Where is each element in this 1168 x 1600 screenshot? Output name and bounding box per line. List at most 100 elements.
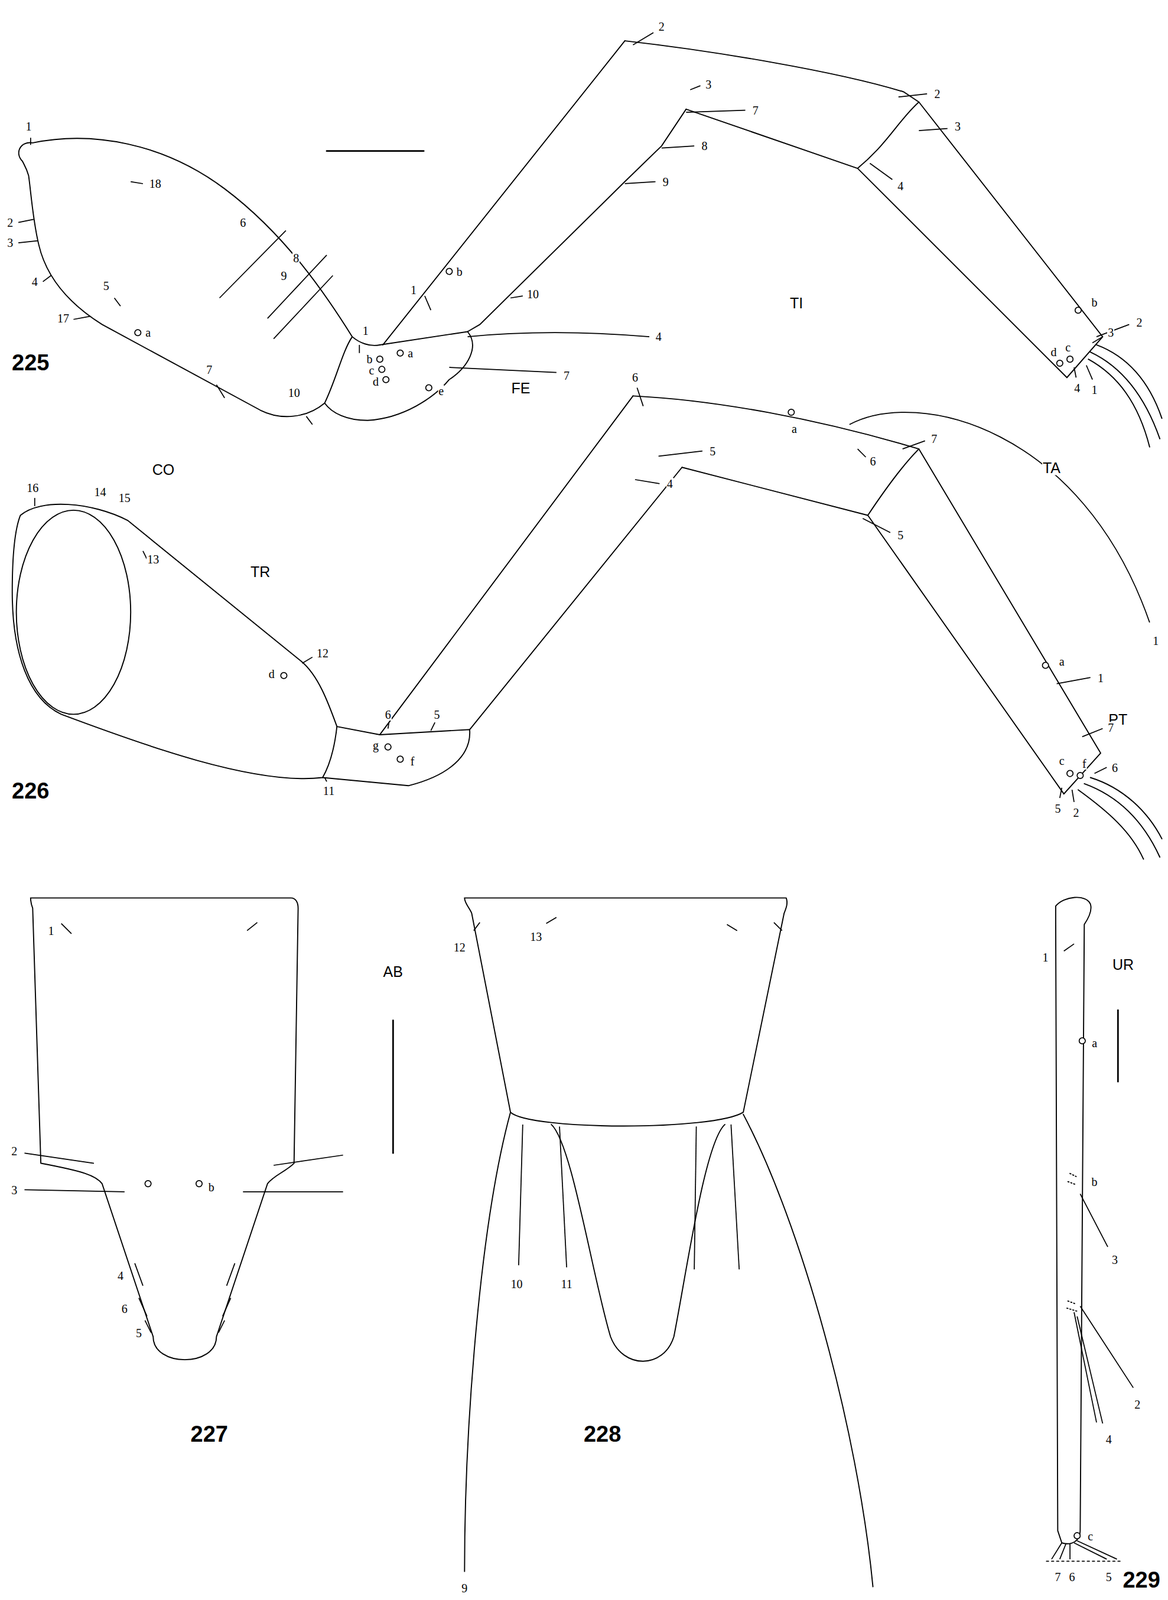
seta-number: 3 bbox=[954, 120, 962, 133]
seta bbox=[918, 128, 948, 131]
seta-number: 3 bbox=[1107, 326, 1115, 339]
seta bbox=[1077, 1541, 1117, 1560]
seta-number: 6 bbox=[121, 1303, 129, 1316]
seta-number: 6 bbox=[1068, 1571, 1076, 1584]
seta-number: 2 bbox=[658, 20, 666, 33]
segment-label: TR bbox=[249, 564, 271, 579]
seta bbox=[559, 1126, 567, 1268]
seta-number: 6 bbox=[869, 455, 877, 468]
seta-number: 9 bbox=[460, 1582, 468, 1595]
seta bbox=[73, 316, 90, 320]
seta bbox=[219, 230, 286, 298]
seta-number: e bbox=[437, 385, 445, 398]
seta-number: 4 bbox=[655, 330, 663, 343]
seta-number: 3 bbox=[1111, 1254, 1119, 1267]
seta-number: 7 bbox=[1107, 721, 1115, 734]
seta-number: 13 bbox=[146, 553, 160, 566]
trochanter-outline bbox=[324, 331, 473, 421]
seta bbox=[226, 1263, 236, 1287]
seta-number: 7 bbox=[930, 433, 938, 445]
seta-number: 5 bbox=[1053, 802, 1062, 815]
seta-number: 8 bbox=[700, 140, 708, 152]
figure-number: 228 bbox=[583, 1423, 622, 1446]
seta-number: 6 bbox=[384, 708, 392, 721]
seta bbox=[518, 1124, 523, 1266]
pseudopore bbox=[446, 268, 452, 275]
segment-label: TA bbox=[1042, 460, 1062, 475]
seta-number: 17 bbox=[56, 312, 70, 325]
leg-outline bbox=[12, 40, 1163, 1587]
seta-number: d bbox=[372, 375, 380, 388]
seta-number: a bbox=[144, 326, 152, 339]
seta bbox=[862, 518, 891, 533]
seta-number: 8 bbox=[292, 252, 300, 265]
seta bbox=[1059, 1544, 1066, 1560]
seta bbox=[1077, 1316, 1103, 1424]
seta bbox=[24, 1189, 125, 1192]
seta-number: 5 bbox=[1105, 1571, 1113, 1584]
seta bbox=[1069, 1544, 1071, 1560]
seta-number: 11 bbox=[322, 785, 335, 797]
pseudopore bbox=[144, 1180, 151, 1187]
seta bbox=[694, 1126, 696, 1270]
seta-number: 6 bbox=[239, 216, 247, 229]
seta bbox=[302, 657, 313, 664]
seta bbox=[222, 1298, 232, 1317]
seta-number: d bbox=[268, 668, 276, 681]
seta bbox=[130, 181, 143, 184]
seta-number: 1 bbox=[1152, 635, 1160, 647]
seta bbox=[902, 440, 926, 450]
seta bbox=[625, 181, 656, 184]
seta bbox=[34, 498, 36, 507]
seta bbox=[114, 297, 121, 307]
seta-number: 12 bbox=[316, 647, 330, 660]
seta-number: f bbox=[410, 755, 416, 768]
seta-number: b bbox=[1091, 1176, 1099, 1189]
dotted-line bbox=[1046, 1560, 1124, 1563]
pseudopore bbox=[134, 329, 141, 336]
seta bbox=[635, 479, 660, 484]
seta-number: 4 bbox=[896, 180, 904, 193]
seta bbox=[358, 345, 360, 354]
segment-label: AB bbox=[382, 964, 404, 980]
seta bbox=[43, 275, 52, 282]
seta-number: 1 bbox=[1042, 951, 1050, 964]
seta-number: 1 bbox=[1091, 384, 1099, 396]
seta-number: 1 bbox=[24, 120, 32, 133]
seta bbox=[61, 924, 72, 935]
seta-number: 2 bbox=[6, 216, 14, 229]
seta-number: f bbox=[1081, 757, 1088, 770]
seta bbox=[773, 922, 783, 932]
seta bbox=[30, 137, 32, 145]
pseudopore bbox=[378, 366, 385, 373]
seta-number: 15 bbox=[118, 492, 132, 504]
abdomen-outline bbox=[464, 898, 787, 1127]
pseudopore bbox=[425, 384, 432, 391]
seta-number: 16 bbox=[25, 482, 39, 494]
seta-number: 3 bbox=[10, 1184, 18, 1197]
seta-number: 5 bbox=[102, 280, 110, 292]
seta-number: 6 bbox=[1111, 762, 1119, 774]
seta bbox=[661, 145, 695, 148]
seta bbox=[658, 451, 703, 457]
seta-number: 11 bbox=[560, 1278, 573, 1291]
seta bbox=[424, 295, 431, 311]
seta-number: 4 bbox=[31, 275, 39, 288]
seta bbox=[857, 449, 867, 458]
pseudopore bbox=[788, 409, 795, 416]
seta bbox=[18, 241, 38, 243]
seta bbox=[636, 388, 643, 407]
seta-number: 1 bbox=[362, 324, 370, 337]
figure-number: 229 bbox=[1121, 1569, 1161, 1592]
seta bbox=[467, 332, 650, 337]
pseudopore bbox=[1042, 662, 1049, 669]
pseudopore bbox=[134, 268, 1086, 1540]
seta bbox=[898, 93, 927, 97]
pseudopore bbox=[397, 756, 403, 763]
seta bbox=[144, 1321, 151, 1334]
seta-number: 10 bbox=[287, 386, 301, 399]
seta bbox=[1064, 944, 1075, 952]
pseudopore bbox=[280, 672, 287, 679]
